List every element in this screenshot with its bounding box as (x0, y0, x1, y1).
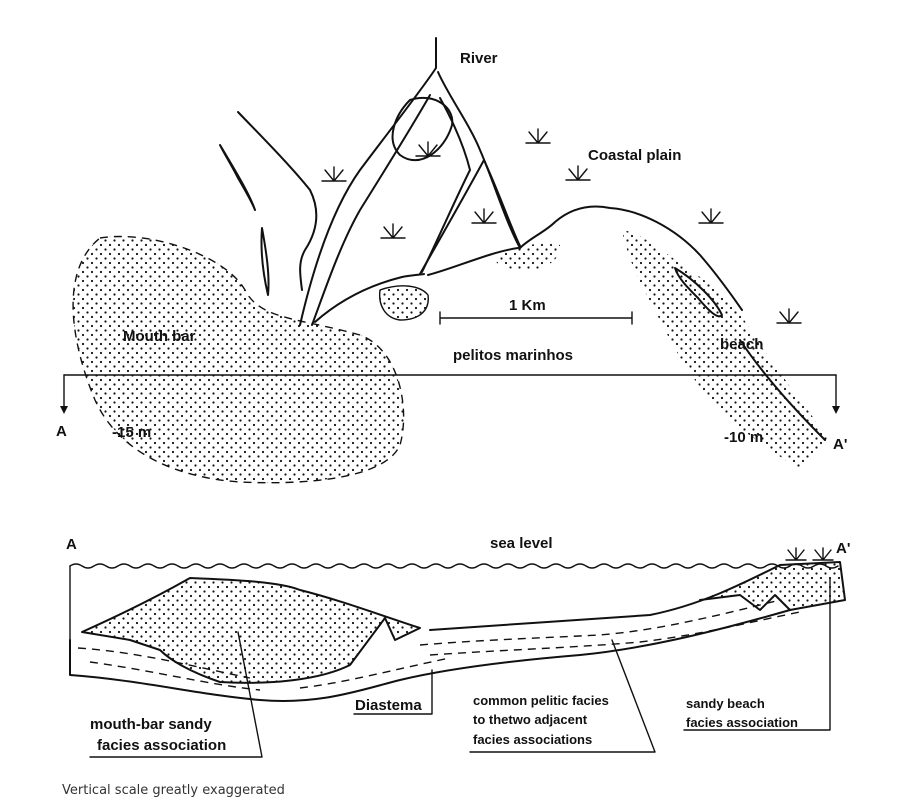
sea-level-label: sea level (490, 535, 553, 552)
sea-level-line (69, 563, 839, 569)
abandoned-channel-1 (237, 111, 318, 291)
mouth-bar-sand-body (73, 236, 404, 483)
pelitic-facies-label-1: common pelitic facies (473, 693, 609, 708)
scale-bar (439, 311, 633, 325)
beach-facies (700, 562, 845, 610)
river-label: River (460, 50, 498, 67)
depth-left-label: -15 m (112, 424, 151, 441)
abandoned-channel-2 (219, 144, 256, 211)
marsh-vegetation-icon (321, 128, 802, 324)
pelitic-leader (469, 639, 656, 753)
beach-sand-body (622, 230, 830, 470)
coastal-plain-label: Coastal plain (588, 147, 681, 164)
beach-label: beach (720, 336, 763, 353)
pelitic-facies-label-3: facies associations (473, 732, 592, 747)
mouth-bar-outline (72, 235, 405, 484)
section-end-label: A' (836, 540, 850, 557)
beach-vegetation-icon (785, 547, 834, 561)
mouth-bar-label: Mouth bar (123, 328, 196, 345)
river-channels (299, 37, 521, 326)
diastema-leader (353, 669, 433, 715)
scale-bar-label: 1 Km (509, 297, 546, 314)
section-line (60, 374, 840, 414)
map-section-end-label: A' (833, 436, 847, 453)
mouth-bar-facies (82, 578, 420, 683)
mouth-bar-facies-label-2: facies association (97, 737, 226, 754)
beach-facies-label-1: sandy beach (686, 696, 765, 711)
mouth-bar-leader (89, 631, 263, 758)
footnote: Vertical scale greatly exaggerated (62, 783, 285, 798)
section-envelope (69, 561, 846, 702)
beach-shoreline (674, 267, 723, 318)
channel-mouth-sand-1 (379, 285, 429, 320)
section-start-label: A (66, 536, 77, 553)
pelitic-facies-label-2: to thetwo adjacent (473, 712, 588, 727)
cross-section: A A' sea level mouth-bar sandy facies as… (66, 535, 850, 758)
map-section-start-label: A (56, 423, 67, 440)
beach-front (739, 339, 826, 441)
depth-right-label: -10 m (724, 429, 763, 446)
map-view: River Coastal plain 1 Km Mouth bar pelit… (56, 37, 847, 484)
diastema-label: Diastema (355, 697, 422, 714)
mouth-bar-facies-label-1: mouth-bar sandy (90, 716, 212, 733)
beach-leader (683, 577, 831, 731)
pelitos-label: pelitos marinhos (453, 347, 573, 364)
abandoned-channel-3 (260, 227, 270, 296)
mouth-bar-facies-outline (81, 577, 421, 684)
pelitic-facies-dashes (77, 599, 801, 691)
channel-mouth-sand-2 (495, 243, 561, 271)
beach-facies-label-2: facies association (686, 715, 798, 730)
coastline (519, 205, 743, 311)
